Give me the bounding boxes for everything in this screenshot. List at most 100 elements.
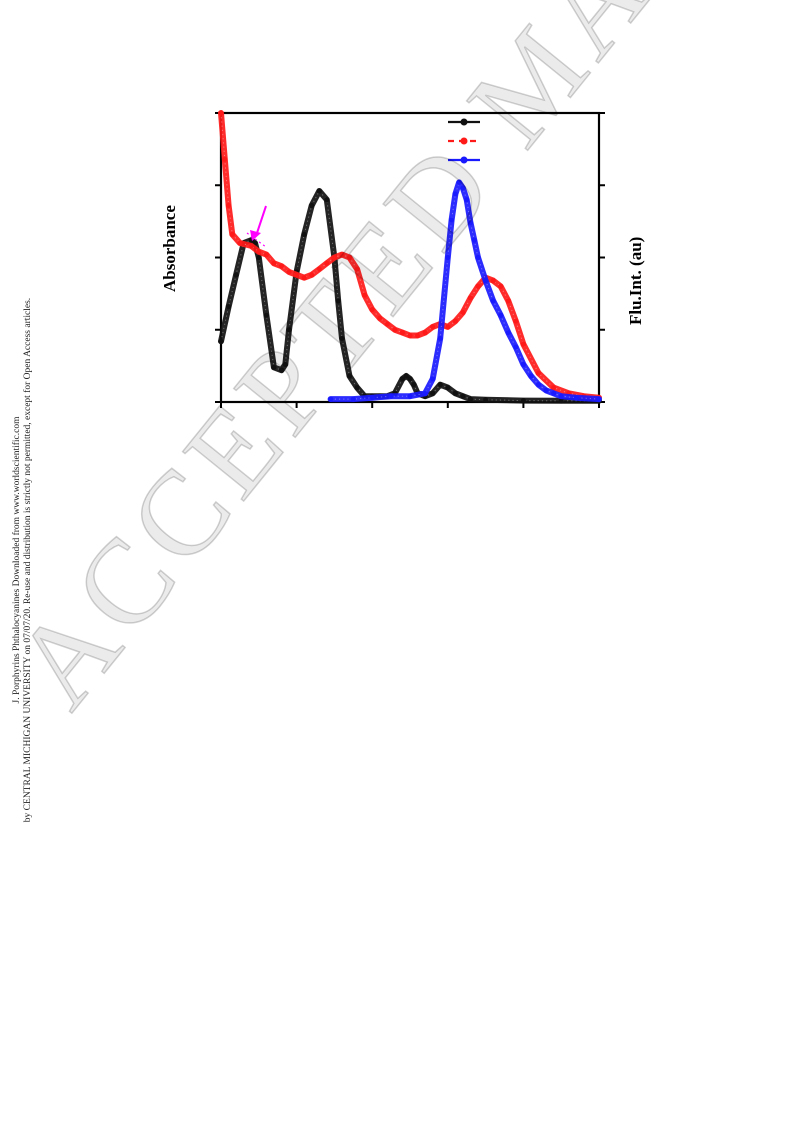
- series-1-point-38: [498, 283, 504, 289]
- series-2-point-25: [543, 387, 549, 394]
- series-1-point-18: [346, 254, 353, 261]
- series-0-point-14: [309, 202, 315, 209]
- series-2-point-27: [558, 393, 564, 399]
- series-2-point-2: [369, 395, 375, 401]
- plot-border: [219, 111, 601, 404]
- series-2-point-12: [460, 185, 466, 191]
- series-2-point-18: [490, 298, 496, 304]
- series-0-point-39: [483, 397, 489, 403]
- series-0-point-30: [411, 382, 417, 388]
- series-1-point-1: [222, 156, 228, 162]
- series-texture-1: [220, 112, 600, 399]
- series-0-point-21: [354, 384, 360, 391]
- series-texture-2: [330, 181, 600, 400]
- series-2-point-9: [448, 217, 455, 223]
- series-0-point-28: [403, 373, 409, 379]
- series-0-point-37: [460, 393, 466, 399]
- series-1-point-19: [354, 266, 360, 272]
- series-0-point-33: [430, 390, 436, 396]
- series-1-point-34: [467, 295, 474, 301]
- series-1-point-23: [384, 321, 390, 327]
- series-1-point-24: [392, 327, 398, 333]
- series-2-point-0: [328, 396, 334, 402]
- series-0-point-29: [407, 376, 413, 382]
- series-0-point-0: [218, 338, 224, 344]
- series-2-point-26: [551, 390, 557, 396]
- series-2-point-20: [505, 330, 511, 336]
- annotation-arrow-shaft: [255, 205, 267, 237]
- series-2-point-15: [471, 237, 477, 243]
- series-1-point-12: [301, 275, 307, 281]
- series-2-point-7: [437, 335, 443, 342]
- series-2-point-14: [467, 220, 474, 226]
- series-0-point-1: [225, 304, 232, 310]
- series-0-point-8: [271, 364, 277, 370]
- series-0-point-6: [256, 254, 262, 261]
- series-1-point-5: [248, 243, 254, 249]
- series-0-point-19: [339, 335, 345, 342]
- series-2-point-28: [573, 395, 579, 401]
- series-1-point-21: [369, 306, 375, 313]
- series-2-point-4: [407, 393, 413, 399]
- series-1-point-15: [324, 260, 330, 266]
- series-1-point-20: [362, 292, 368, 298]
- series-2-point-1: [350, 396, 356, 402]
- series-2-point-22: [520, 361, 527, 368]
- series-1-point-32: [452, 318, 458, 324]
- series-0-point-16: [324, 197, 330, 203]
- series-2-point-8: [445, 254, 451, 261]
- series-0-point-35: [445, 384, 451, 391]
- series-2-point-5: [422, 390, 428, 396]
- series-1-point-7: [263, 252, 269, 258]
- series-0-point-9: [278, 367, 285, 373]
- series-2-point-19: [498, 312, 504, 318]
- series-0-point-11: [286, 327, 292, 333]
- series-1-point-8: [271, 260, 277, 266]
- series-1-point-27: [414, 332, 421, 339]
- legend: [448, 118, 480, 164]
- series-1-point-41: [520, 341, 527, 347]
- series-2-point-21: [513, 344, 519, 350]
- series-0-point-15: [316, 188, 322, 194]
- series-0-point-13: [301, 231, 307, 237]
- series-1-point-6: [256, 249, 262, 255]
- series-2-point-13: [464, 197, 470, 203]
- annotation-arrow-head: [250, 230, 261, 241]
- series-1-point-11: [294, 272, 300, 278]
- series-1-point-10: [286, 269, 292, 275]
- series-line-0: [218, 188, 602, 404]
- series-1-point-31: [445, 324, 451, 330]
- series-1-point-25: [399, 330, 406, 336]
- series-line-2: [327, 179, 602, 403]
- series-1-point-35: [475, 283, 481, 289]
- series-0-point-41: [558, 398, 564, 404]
- series-2-point-24: [535, 382, 542, 388]
- series-2-point-23: [528, 373, 534, 379]
- legend-marker-0: [460, 118, 468, 126]
- series-2-point-29: [596, 396, 602, 402]
- series-1-point-4: [237, 240, 243, 246]
- series-1-point-28: [422, 330, 428, 336]
- series-2-point-3: [388, 393, 394, 399]
- series-1-point-13: [309, 272, 315, 278]
- legend-marker-1: [460, 137, 468, 145]
- series-2-point-16: [475, 254, 481, 261]
- series-1-point-40: [513, 318, 519, 324]
- series-1-point-42: [535, 370, 542, 376]
- plot-frame: [215, 111, 605, 408]
- series-1-point-16: [331, 254, 337, 261]
- series-0-point-10: [282, 361, 288, 368]
- series-1-point-37: [490, 278, 496, 284]
- series-1-point-39: [505, 298, 511, 304]
- series-0-point-38: [467, 396, 474, 402]
- series-layer: [218, 110, 602, 404]
- series-2-point-6: [430, 376, 436, 382]
- series-1-point-9: [278, 263, 285, 269]
- series-1-point-2: [225, 202, 232, 209]
- series-0-point-18: [335, 298, 341, 304]
- series-1-point-22: [377, 315, 383, 321]
- series-1-point-33: [460, 309, 466, 316]
- series-0-point-20: [346, 373, 353, 379]
- series-line-1: [218, 110, 602, 401]
